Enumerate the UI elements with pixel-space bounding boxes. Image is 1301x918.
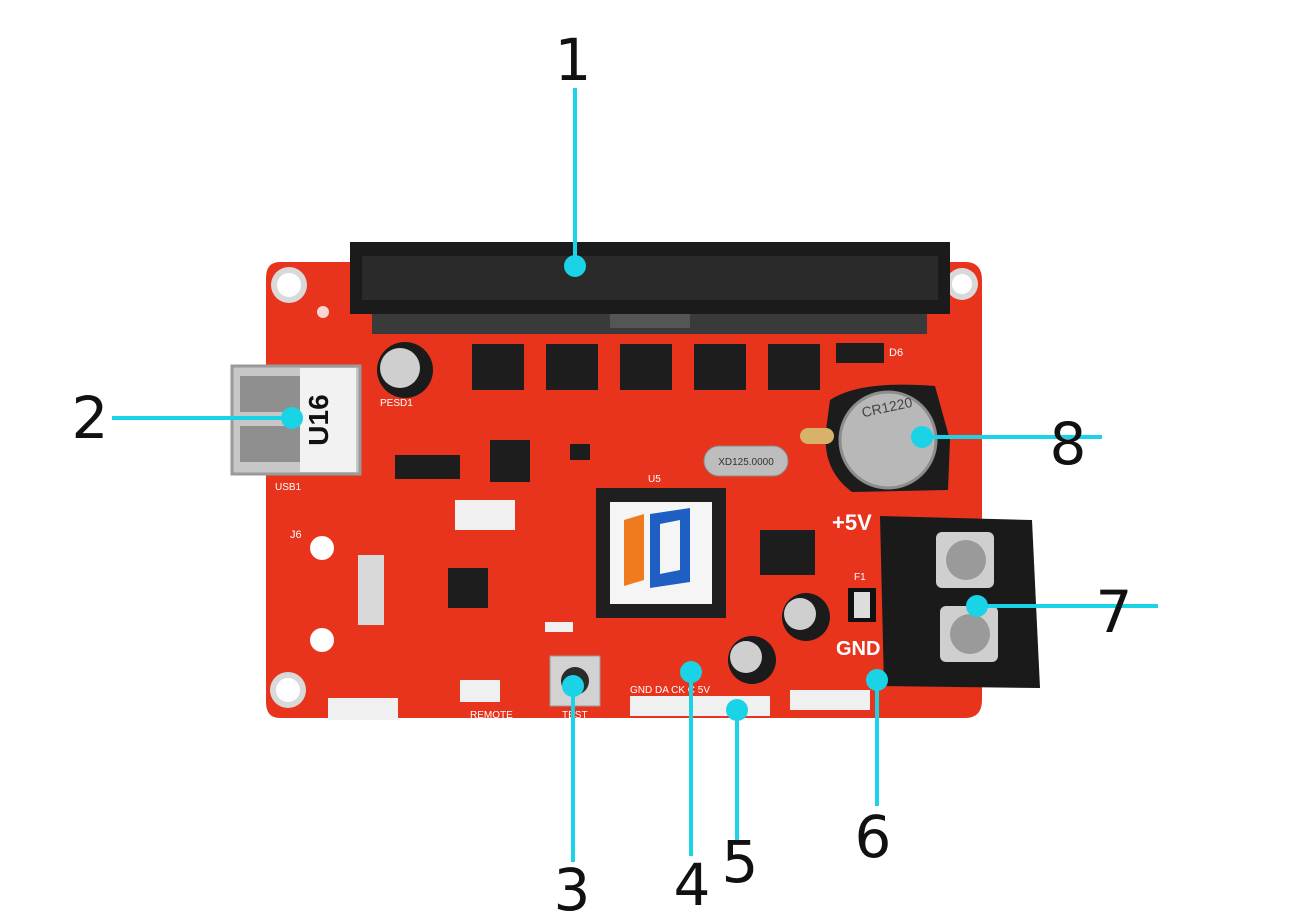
smd-components xyxy=(395,440,815,632)
power-gnd-label: GND xyxy=(836,638,880,660)
callout-lines xyxy=(112,88,1158,862)
callout-8-number: 8 xyxy=(1050,410,1087,478)
callout-3-number: 3 xyxy=(554,856,591,918)
coin-battery: CR1220 xyxy=(800,384,950,492)
led-label: D6 xyxy=(889,347,903,359)
fuse: F1 xyxy=(848,572,876,622)
fuse-label: F1 xyxy=(854,572,866,583)
remote-label: REMOTE xyxy=(470,710,513,721)
electrolytic-capacitors-bottom xyxy=(728,593,830,684)
chip-label: U5 xyxy=(648,474,661,485)
usb-port: U16 USB1 xyxy=(230,364,362,493)
main-mcu-chip: U5 xyxy=(596,474,726,618)
bottom-pin-rows xyxy=(328,680,870,720)
header-label: J6 xyxy=(290,529,302,541)
crystal-text: XD125.0000 xyxy=(718,457,774,468)
callout-4-number: 4 xyxy=(674,851,711,918)
usb-label: USB1 xyxy=(275,482,302,493)
callout-5-number: 5 xyxy=(722,828,759,896)
callout-2-number: 2 xyxy=(72,384,109,452)
power-plus-label: +5V xyxy=(832,510,872,535)
usb-sticker-label: U16 xyxy=(303,394,334,445)
left-pin-header: J6 xyxy=(290,529,384,625)
callout-6-number: 6 xyxy=(855,803,892,871)
power-terminal-block xyxy=(880,516,1040,688)
callout-7-number: 7 xyxy=(1096,578,1133,646)
crystal-oscillator: XD125.0000 xyxy=(703,445,789,477)
callout-1-number: 1 xyxy=(555,26,592,94)
electrolytic-capacitor-top: PESD1 xyxy=(377,342,433,409)
ribbon-header-connector xyxy=(350,242,950,334)
pin-labels: GND DA CK C 5V xyxy=(630,685,710,696)
callout-dots xyxy=(281,255,988,721)
driver-chips: D6 xyxy=(472,343,903,390)
tvs-label: PESD1 xyxy=(380,398,413,409)
